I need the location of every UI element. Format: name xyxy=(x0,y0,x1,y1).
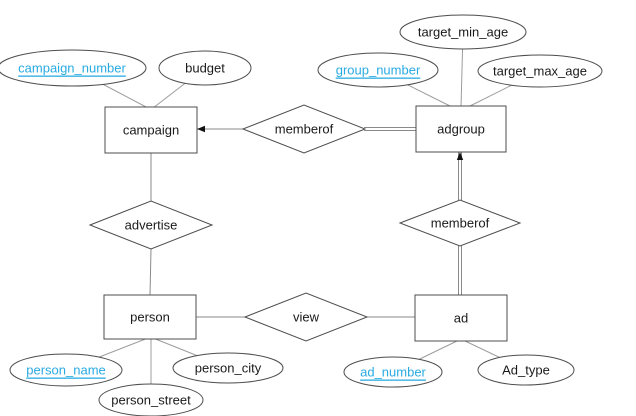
attribute-ellipse-budget xyxy=(158,50,252,86)
attribute-ellipse-person-name xyxy=(9,353,123,387)
attribute-ellipse-target-min-age xyxy=(399,14,527,50)
entity-label-campaign: campaign xyxy=(123,123,179,138)
entity-shapes xyxy=(103,105,508,342)
attribute-label-budget: budget xyxy=(185,61,225,76)
entity-box-campaign xyxy=(104,106,198,154)
attribute-label-group-number: group_number xyxy=(336,63,421,78)
attribute-label-person-name: person_name xyxy=(26,363,106,378)
relationship-label-view: view xyxy=(293,310,320,325)
entity-box-adgroup xyxy=(415,105,507,153)
attribute-label-ad-number: ad_number xyxy=(360,365,426,380)
entity-box-person xyxy=(103,294,197,340)
attribute-ellipse-campaign-number xyxy=(0,49,147,87)
relationship-diamond-memberof-bottom xyxy=(398,199,522,247)
arrowhead-to-adgroup-icon xyxy=(456,152,464,160)
attribute-label-campaign-number: campaign_number xyxy=(18,61,126,76)
relationship-diamond-memberof-top xyxy=(241,104,367,154)
entity-box-ad xyxy=(414,294,508,342)
attribute-ellipse-group-number xyxy=(317,52,439,88)
relationship-label-advertise: advertise xyxy=(125,218,178,233)
relationship-diamond-view xyxy=(243,292,369,342)
relation-line-advertise-person xyxy=(149,248,152,296)
attribute-label-ad-type: Ad_type xyxy=(502,363,550,378)
attribute-label-person-street: person_street xyxy=(111,393,191,408)
attribute-ellipse-person-street xyxy=(98,383,204,416)
labels: campaign adgroup person ad memberof adve… xyxy=(18,25,587,408)
attribute-label-person-city: person_city xyxy=(195,361,262,376)
attribute-ellipse-person-city xyxy=(172,352,284,384)
attribute-ellipse-ad-type xyxy=(477,354,575,386)
attribute-label-target-max-age: target_max_age xyxy=(493,64,587,79)
arrowhead-to-campaign-icon xyxy=(197,125,205,133)
attribute-ellipse-target-max-age xyxy=(477,54,603,88)
relationship-shapes xyxy=(88,104,522,342)
attribute-ellipse-ad-number xyxy=(343,356,443,388)
relationship-label-memberof-bottom: memberof xyxy=(431,216,490,231)
attribute-shapes xyxy=(0,14,603,416)
entity-label-person: person xyxy=(130,310,170,325)
relationship-diamond-advertise xyxy=(88,200,214,250)
entity-label-ad: ad xyxy=(454,311,468,326)
arrowheads xyxy=(197,125,464,160)
entity-label-adgroup: adgroup xyxy=(437,122,485,137)
relationship-label-memberof-top: memberof xyxy=(275,122,334,137)
attribute-label-target-min-age: target_min_age xyxy=(418,25,508,40)
